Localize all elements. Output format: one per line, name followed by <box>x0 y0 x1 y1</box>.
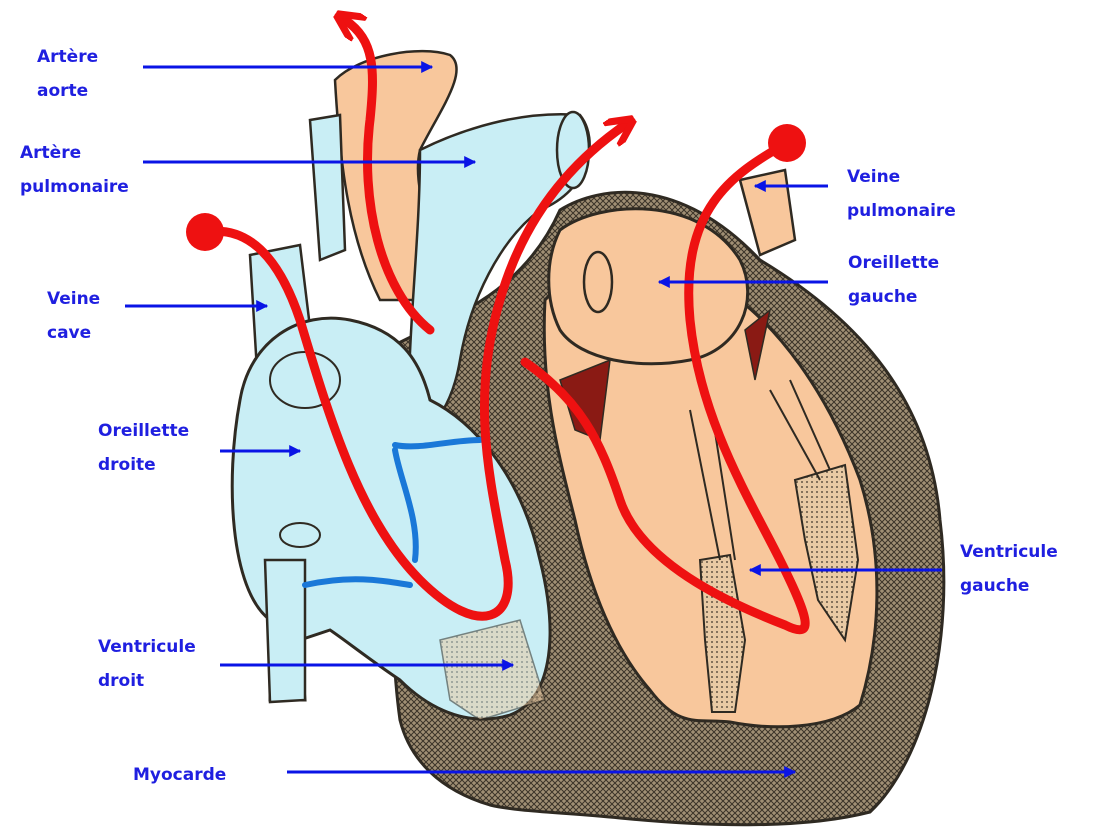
label-line: gauche <box>848 280 939 314</box>
inferior-vena-cava <box>265 560 305 702</box>
label-veine-cave: Veine cave <box>47 282 100 350</box>
label-line: Artère <box>37 40 98 74</box>
label-line: Veine <box>47 282 100 316</box>
label-line: cave <box>47 316 100 350</box>
label-line: Artère <box>20 136 129 170</box>
label-line: Oreillette <box>98 414 189 448</box>
label-line: Ventricule <box>98 630 196 664</box>
pulmonary-branch <box>310 115 345 260</box>
pulmonary-vein-opening <box>584 252 612 312</box>
label-line: Oreillette <box>848 246 939 280</box>
flow-start-dot-right <box>186 213 224 251</box>
label-line: Myocarde <box>133 758 226 792</box>
label-line: pulmonaire <box>20 170 129 204</box>
label-artere-pulmonaire: Artère pulmonaire <box>20 136 129 204</box>
label-line: droit <box>98 664 196 698</box>
label-artere-aorte: Artère aorte <box>37 40 98 108</box>
label-myocarde: Myocarde <box>133 758 226 792</box>
label-veine-pulmonaire: Veine pulmonaire <box>847 160 956 228</box>
label-oreillette-gauche: Oreillette gauche <box>848 246 939 314</box>
label-line: pulmonaire <box>847 194 956 228</box>
label-oreillette-droite: Oreillette droite <box>98 414 189 482</box>
label-line: aorte <box>37 74 98 108</box>
label-line: Veine <box>847 160 956 194</box>
label-line: Ventricule <box>960 535 1058 569</box>
label-line: gauche <box>960 569 1058 603</box>
pulmonary-vein <box>740 170 795 255</box>
flow-start-dot-left <box>768 124 806 162</box>
label-ventricule-gauche: Ventricule gauche <box>960 535 1058 603</box>
label-line: droite <box>98 448 189 482</box>
label-ventricule-droit: Ventricule droit <box>98 630 196 698</box>
